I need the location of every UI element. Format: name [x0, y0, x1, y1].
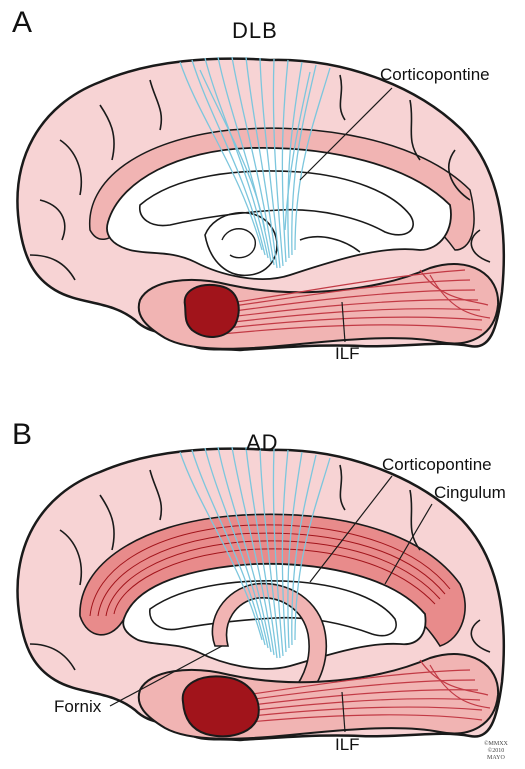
panel-letter-b: B: [12, 420, 32, 450]
panel-title-dlb: DLB: [232, 20, 278, 42]
brain-illustration-dlb: [0, 0, 525, 384]
copyright-line-2: ©2010: [484, 748, 508, 755]
panel-letter-a: A: [12, 8, 32, 38]
label-fornix: Fornix: [54, 698, 101, 715]
label-ilf: ILF: [335, 345, 360, 362]
hippocampus: [183, 676, 259, 736]
amygdala: [185, 285, 239, 337]
label-ilf: ILF: [335, 736, 360, 753]
label-corticopontine: Corticopontine: [382, 456, 492, 473]
panel-b-ad: B AD Corticopontine Cingulum Fornix ILF …: [0, 384, 525, 768]
label-cingulum: Cingulum: [434, 484, 506, 501]
copyright-line-1: ©MMXX: [484, 741, 508, 748]
panel-title-ad: AD: [246, 432, 279, 454]
copyright-line-3: MAYO: [484, 755, 508, 762]
panel-a-dlb: A DLB Corticopontine ILF: [0, 0, 525, 384]
copyright-mark: ©MMXX ©2010 MAYO: [484, 741, 508, 762]
label-corticopontine: Corticopontine: [380, 66, 490, 83]
